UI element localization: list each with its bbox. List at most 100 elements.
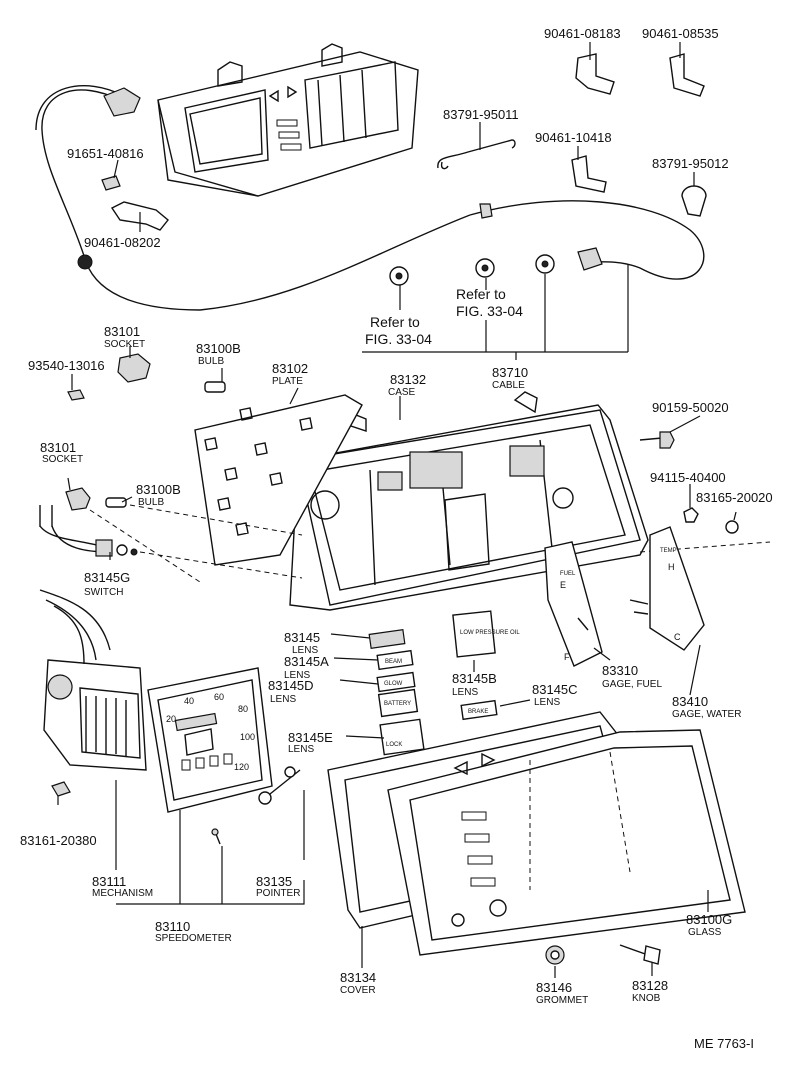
mechanism-83111 <box>39 589 147 771</box>
label-90461-08535: 90461-08535 <box>642 26 719 41</box>
label-83128: 83128 <box>632 978 668 993</box>
socket-83101-upper <box>117 353 151 383</box>
name-83128: KNOB <box>632 993 661 1004</box>
lens-83145e: LOCK <box>379 718 425 756</box>
speedo-scale-80: 80 <box>238 704 248 714</box>
plate-83102 <box>194 394 363 566</box>
name-83145: LENS <box>292 645 318 656</box>
label-94115-40400: 94115-40400 <box>650 470 726 485</box>
label-83101-b: 83101 <box>40 440 76 455</box>
speedo-scale-60: 60 <box>214 692 224 702</box>
label-83410: 83410 <box>672 694 708 709</box>
lens-beam-text: BEAM <box>385 659 402 665</box>
ref-1-line2: FIG. 33-04 <box>365 331 432 347</box>
name-83146: GROMMET <box>536 995 588 1006</box>
washer-83165-20020 <box>725 520 739 534</box>
clamp-90461-08183 <box>575 53 615 95</box>
speedo-scale-100: 100 <box>240 732 255 742</box>
label-83135: 83135 <box>256 874 292 889</box>
name-83145c: LENS <box>534 697 560 708</box>
label-83791-95012: 83791-95012 <box>652 156 729 171</box>
bulb-83100b-lower <box>105 497 127 508</box>
water-gauge-h: H <box>668 562 675 572</box>
upper-bezel <box>157 43 419 197</box>
label-83145c: 83145C <box>532 682 578 697</box>
label-83710: 83710 <box>492 365 528 380</box>
name-83101-b: SOCKET <box>42 454 83 465</box>
screw-91651-40816 <box>101 175 121 191</box>
label-83161-20380: 83161-20380 <box>20 833 97 848</box>
screw-83161-20380 <box>51 781 71 797</box>
name-83710: CABLE <box>492 380 525 391</box>
label-83145g: 83145G <box>84 570 130 585</box>
switch-83145g <box>39 504 303 583</box>
lens-battery-text: BATTERY <box>384 701 411 707</box>
label-83111: 83111 <box>92 874 126 889</box>
lens-83145 <box>368 629 406 649</box>
ref-2-line2: FIG. 33-04 <box>456 303 523 319</box>
label-90159-50020: 90159-50020 <box>652 400 729 415</box>
bolt-90159-50020 <box>639 431 675 449</box>
name-83100g: GLASS <box>688 927 722 938</box>
lens-glow-text: GLOW <box>384 681 403 687</box>
label-83165-20020: 83165-20020 <box>696 490 773 505</box>
washers <box>389 254 555 286</box>
name-83100b-a: BULB <box>198 356 224 367</box>
name-83100b-b: BULB <box>138 497 164 508</box>
label-83791-95011: 83791-95011 <box>443 107 519 122</box>
wire-83791-95011 <box>437 139 516 170</box>
label-83134: 83134 <box>340 970 376 985</box>
label-83102: 83102 <box>272 361 308 376</box>
pointer-83135 <box>258 766 301 805</box>
fuel-gauge-label: FUEL <box>560 571 576 577</box>
name-83310: GAGE, FUEL <box>602 679 662 690</box>
ref-2-line1: Refer to <box>456 286 506 302</box>
grommet-83146 <box>545 945 565 965</box>
name-83145g: SWITCH <box>84 587 123 598</box>
name-83145d: LENS <box>270 694 296 705</box>
name-83134: COVER <box>340 985 376 996</box>
name-83135: POINTER <box>256 888 300 899</box>
clamp-90461-08535 <box>669 53 705 97</box>
speedometer-cable-right <box>469 200 705 280</box>
label-90461-10418: 90461-10418 <box>535 130 612 145</box>
ref-1-line1: Refer to <box>370 314 420 330</box>
grommet-83791-95012 <box>681 185 707 217</box>
label-83110: 83110 <box>155 919 190 934</box>
lens-83145c: BRAKE <box>460 699 498 721</box>
label-83101-a: 83101 <box>104 324 140 339</box>
label-90461-08202: 90461-08202 <box>84 235 161 250</box>
figure-code: ME 7763-I <box>694 1036 754 1051</box>
name-83110: SPEEDOMETER <box>155 933 232 944</box>
nut-94115-40400 <box>683 507 699 523</box>
label-83145a: 83145A <box>284 654 329 669</box>
speedo-scale-120: 120 <box>234 762 249 772</box>
label-90461-08183: 90461-08183 <box>544 26 621 41</box>
label-83100b-b: 83100B <box>136 482 181 497</box>
speedometer-dial: 20 40 60 80 100 120 <box>147 667 273 813</box>
fuel-gauge-83310: FUEL E F <box>544 541 603 667</box>
bulb-83100b-upper <box>204 381 226 393</box>
label-83100g: 83100G <box>686 912 732 927</box>
water-gauge-83410: TEMP H C <box>629 526 705 651</box>
part-labels: 90461-08183 90461-08535 83791-95011 9046… <box>20 26 773 1051</box>
speedometer-cable-left <box>35 85 471 311</box>
knob-83128 <box>619 944 661 965</box>
label-83145d: 83145D <box>268 678 314 693</box>
fuel-gauge-f: F <box>564 652 570 662</box>
label-91651-40816: 91651-40816 <box>67 146 144 161</box>
lens-83145d: GLOW BATTERY <box>376 671 419 718</box>
leader-lines <box>57 42 737 978</box>
name-83145a: LENS <box>284 670 310 681</box>
label-83146: 83146 <box>536 980 572 995</box>
name-83101-a: SOCKET <box>104 339 145 350</box>
water-gauge-temp: TEMP <box>660 548 677 554</box>
clamp-90461-10418 <box>571 155 607 193</box>
label-83145b: 83145B <box>452 671 497 686</box>
lens-83145b: LOW PRESSURE OIL <box>452 610 520 658</box>
fuel-gauge-e: E <box>560 580 566 590</box>
screw-small <box>211 828 221 845</box>
label-83310: 83310 <box>602 663 638 678</box>
lens-lock-text: LOCK <box>386 742 402 748</box>
